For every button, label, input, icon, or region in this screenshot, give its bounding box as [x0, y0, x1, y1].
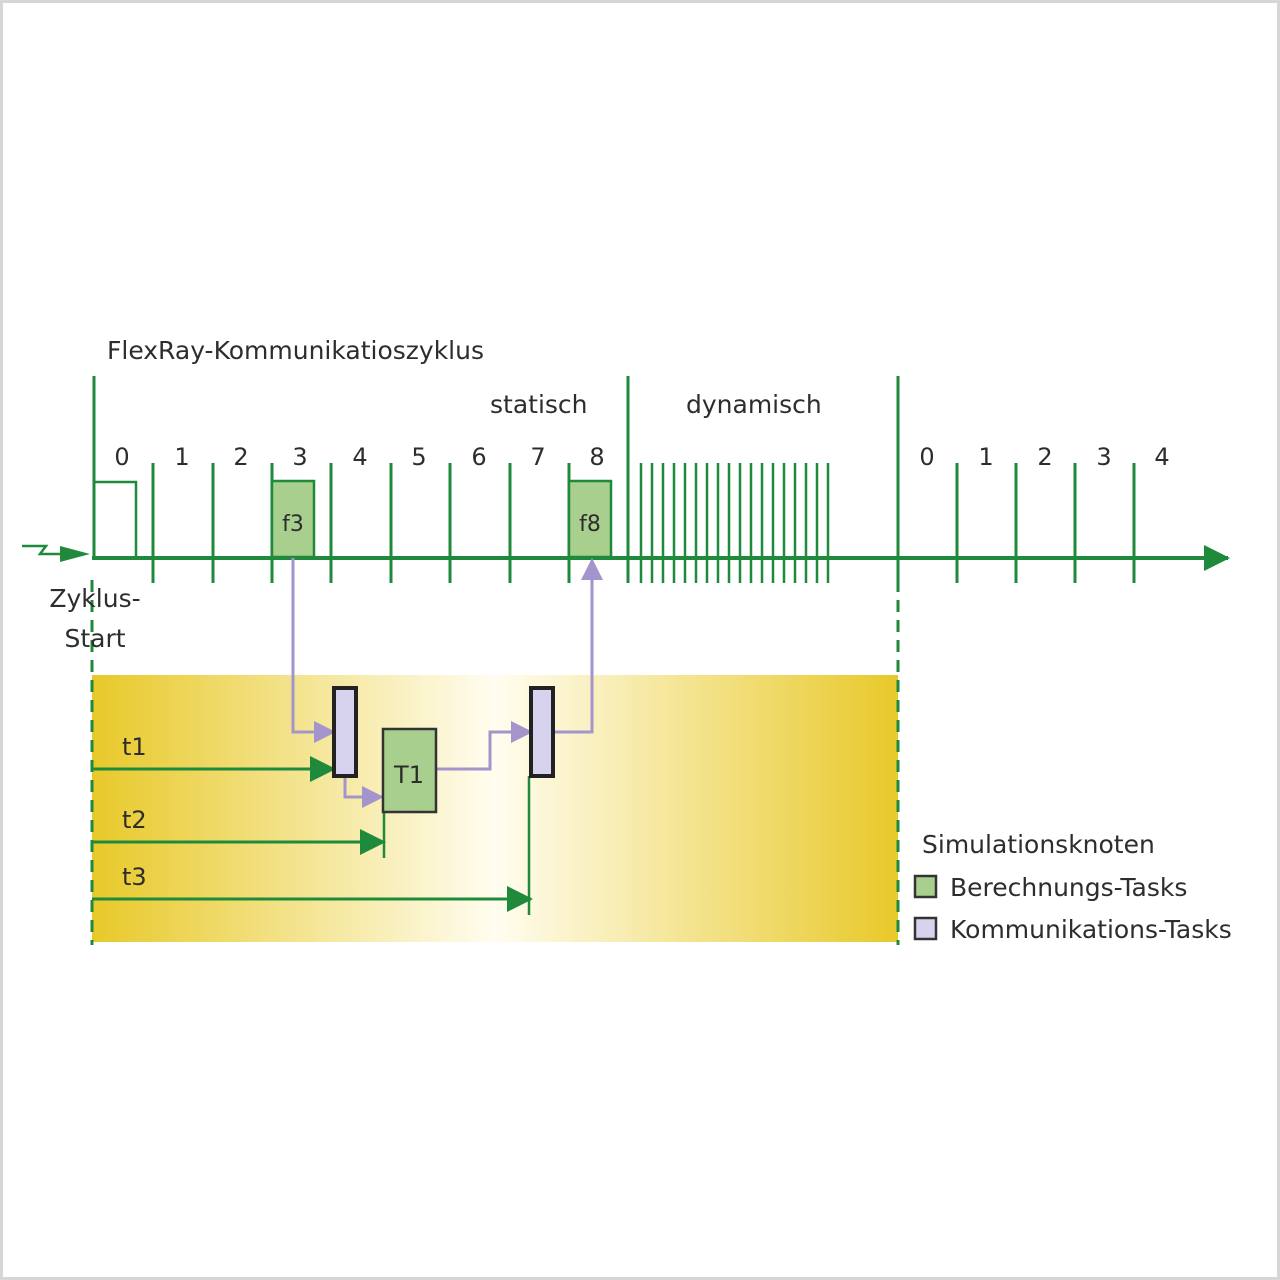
- slot-number-1: 1: [174, 443, 189, 471]
- slot-number-c2-0: 0: [919, 443, 934, 471]
- cycle-title: FlexRay-Kommunikatioszyklus: [107, 336, 484, 365]
- frame-f8-label: f8: [579, 512, 601, 537]
- slot-numbers-cycle1: 0 1 2 3 4 5 6 7 8: [114, 443, 604, 471]
- signal-T1-to-comm2: [437, 721, 533, 771]
- slot-numbers-cycle2: 0 1 2 3 4: [919, 443, 1169, 471]
- slot-number-5: 5: [411, 443, 426, 471]
- slot-lines-cycle1: [151, 463, 571, 583]
- cycle-start-trigger-arrow: [60, 546, 90, 562]
- legend-comm-swatch: [913, 916, 938, 941]
- dynamic-minislots: [639, 463, 830, 583]
- signal-comm1-to-T1: [343, 776, 384, 808]
- comm-task-1: [332, 686, 358, 778]
- signal-f3-to-comm1: [291, 558, 336, 743]
- slot-number-c2-1: 1: [978, 443, 993, 471]
- slot-lines-cycle2: [955, 463, 1136, 583]
- frame-f3-label: f3: [282, 512, 304, 537]
- slot-number-2: 2: [233, 443, 248, 471]
- legend-compute-label: Berechnungs-Tasks: [950, 873, 1187, 902]
- legend-compute-swatch: [913, 874, 938, 899]
- slot-number-7: 7: [530, 443, 545, 471]
- timer-t3-label: t3: [122, 863, 147, 891]
- comm-task-2: [529, 686, 555, 778]
- slot0-pulse: [94, 480, 138, 557]
- dynamic-segment-label: dynamisch: [686, 390, 822, 419]
- cycle-start-trigger-icon: [22, 544, 64, 556]
- static-segment-label: statisch: [490, 390, 588, 419]
- slot-number-3: 3: [292, 443, 307, 471]
- slot-number-8: 8: [589, 443, 604, 471]
- signal-comm2-to-f8: [553, 558, 603, 734]
- timer-t1-label: t1: [122, 733, 147, 761]
- slot-number-c2-3: 3: [1096, 443, 1111, 471]
- simulation-node-area: [92, 675, 898, 942]
- slot-number-c2-4: 4: [1154, 443, 1169, 471]
- legend-title: Simulationsknoten: [922, 830, 1155, 859]
- legend-comm-label: Kommunikations-Tasks: [950, 915, 1232, 944]
- timer-t2-label: t2: [122, 806, 147, 834]
- slot-number-6: 6: [471, 443, 486, 471]
- compute-task-T1: [381, 727, 438, 814]
- cycle-start-label-line2: Start: [64, 624, 125, 653]
- slot-number-c2-2: 2: [1037, 443, 1052, 471]
- cycle-start-label-line1: Zyklus-: [49, 584, 140, 613]
- compute-task-T1-label: T1: [393, 761, 424, 789]
- slot-number-4: 4: [352, 443, 367, 471]
- slot-number-0: 0: [114, 443, 129, 471]
- frame-f3: [270, 479, 316, 559]
